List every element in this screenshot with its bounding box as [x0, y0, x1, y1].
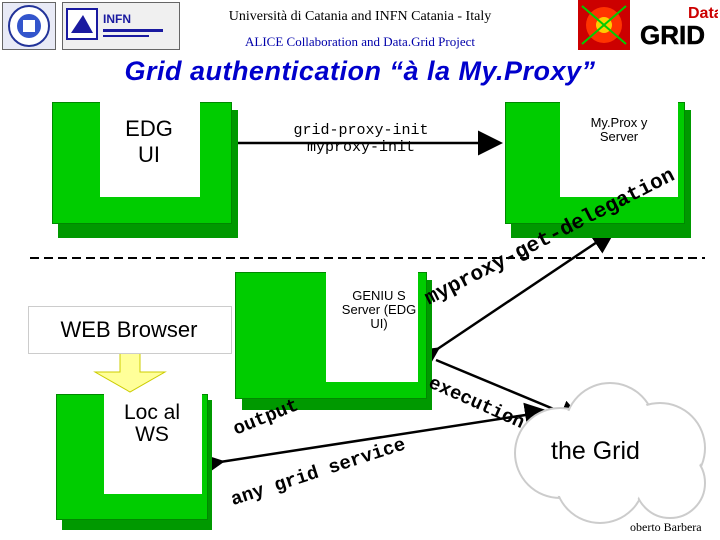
- genius-server-label: GENIU S Server (EDG UI): [341, 288, 417, 331]
- infn-logo: INFN: [62, 2, 180, 50]
- genius-screen: [326, 272, 418, 382]
- alice-logo: [578, 0, 630, 50]
- genius-myproxy-arrow: [412, 229, 617, 372]
- datagrid-logo-top: Data: [688, 5, 718, 22]
- command-grid-proxy-init: grid-proxy-init: [293, 122, 429, 139]
- datagrid-logo: Data GRID: [636, 2, 720, 50]
- header-collaboration: ALICE Collaboration and Data.Grid Projec…: [245, 34, 475, 49]
- command-myproxy-init: myproxy-init: [306, 139, 416, 156]
- infn-logo-text: INFN: [103, 12, 131, 26]
- footer-author: oberto Barbera: [630, 520, 702, 534]
- alice-event-icon: [578, 0, 630, 50]
- the-grid-label: the Grid: [551, 437, 640, 465]
- myproxy-server-label: My.Prox y Server: [590, 115, 648, 144]
- grid-cloud-icon: [514, 382, 706, 524]
- myproxy-screen: [560, 102, 678, 197]
- local-ws-label: Loc al WS: [123, 401, 181, 446]
- grid-to-ws-arrow: [198, 402, 550, 478]
- edg-ui-label: EDG UI: [125, 116, 173, 167]
- infn-logo-icon: INFN: [66, 8, 163, 40]
- web-browser-label: WEB Browser: [60, 317, 198, 342]
- edg-ui-screen: [100, 102, 200, 197]
- browser-down-arrow: [93, 351, 167, 393]
- datagrid-logo-bottom: GRID: [640, 20, 705, 48]
- university-seal-icon: [8, 5, 50, 47]
- header-affiliation: Università di Catania and INFN Catania -…: [228, 9, 492, 24]
- page-title: Grid authentication “à la My.Proxy”: [124, 56, 596, 86]
- local-ws-screen: [104, 394, 202, 494]
- university-logo: [2, 2, 56, 50]
- web-browser-box: [28, 306, 232, 354]
